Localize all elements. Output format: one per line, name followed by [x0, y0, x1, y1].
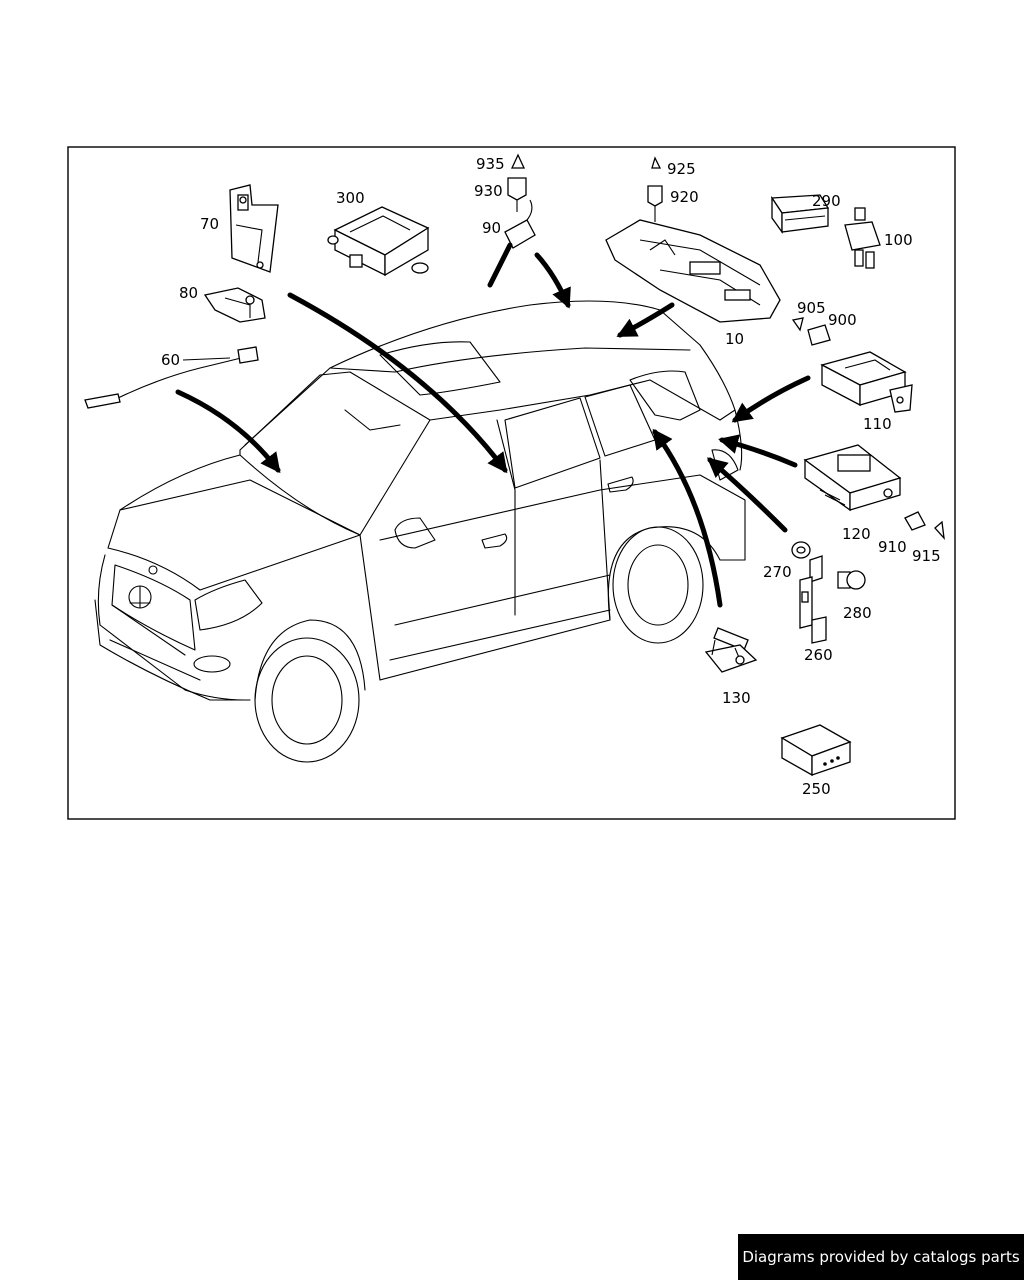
callout-80: 80 — [179, 284, 198, 302]
part-10-overhead-panel — [605, 156, 781, 323]
callout-260: 260 — [804, 646, 833, 664]
callout-930: 930 — [474, 182, 503, 200]
callout-290: 290 — [812, 192, 841, 210]
callout-935: 935 — [476, 155, 505, 173]
callout-300: 300 — [336, 189, 365, 207]
callout-leaders — [182, 357, 231, 361]
callout-900: 900 — [828, 311, 857, 329]
part-290-module — [770, 194, 830, 235]
diagram-frame — [67, 146, 956, 820]
callout-120: 120 — [842, 525, 871, 543]
part-70-bracket — [229, 184, 279, 273]
part-280-bolt — [837, 570, 866, 590]
callout-100: 100 — [884, 231, 913, 249]
part-250-module — [780, 724, 852, 777]
part-110-module — [791, 317, 913, 413]
callout-920: 920 — [670, 188, 699, 206]
callout-130: 130 — [722, 689, 751, 707]
footer-credit-text: Diagrams provided by catalogs parts — [742, 1248, 1020, 1266]
callout-250: 250 — [802, 780, 831, 798]
part-120-module — [803, 444, 945, 540]
callout-60: 60 — [161, 351, 180, 369]
part-270-grommet — [791, 541, 811, 559]
footer-credit[interactable]: Diagrams provided by catalogs parts — [738, 1234, 1024, 1280]
callout-280: 280 — [843, 604, 872, 622]
callout-90: 90 — [482, 219, 501, 237]
callout-110: 110 — [863, 415, 892, 433]
callout-925: 925 — [667, 160, 696, 178]
part-60-sensor-lead — [84, 346, 259, 409]
callout-910: 910 — [878, 538, 907, 556]
part-100-relay — [844, 207, 881, 269]
callout-905: 905 — [797, 299, 826, 317]
part-300-control-unit — [327, 206, 430, 277]
part-130-bracket — [704, 627, 758, 673]
part-80-clip — [203, 287, 266, 323]
callout-915: 915 — [912, 547, 941, 565]
callout-270: 270 — [763, 563, 792, 581]
callout-labels: 10 60 70 80 90 100 110 120 130 250 260 2… — [161, 155, 941, 798]
callout-70: 70 — [200, 215, 219, 233]
pointer-arrows — [175, 252, 811, 608]
part-260-bracket — [799, 555, 827, 644]
callout-10: 10 — [725, 330, 744, 348]
part-90-sensor — [487, 153, 536, 288]
